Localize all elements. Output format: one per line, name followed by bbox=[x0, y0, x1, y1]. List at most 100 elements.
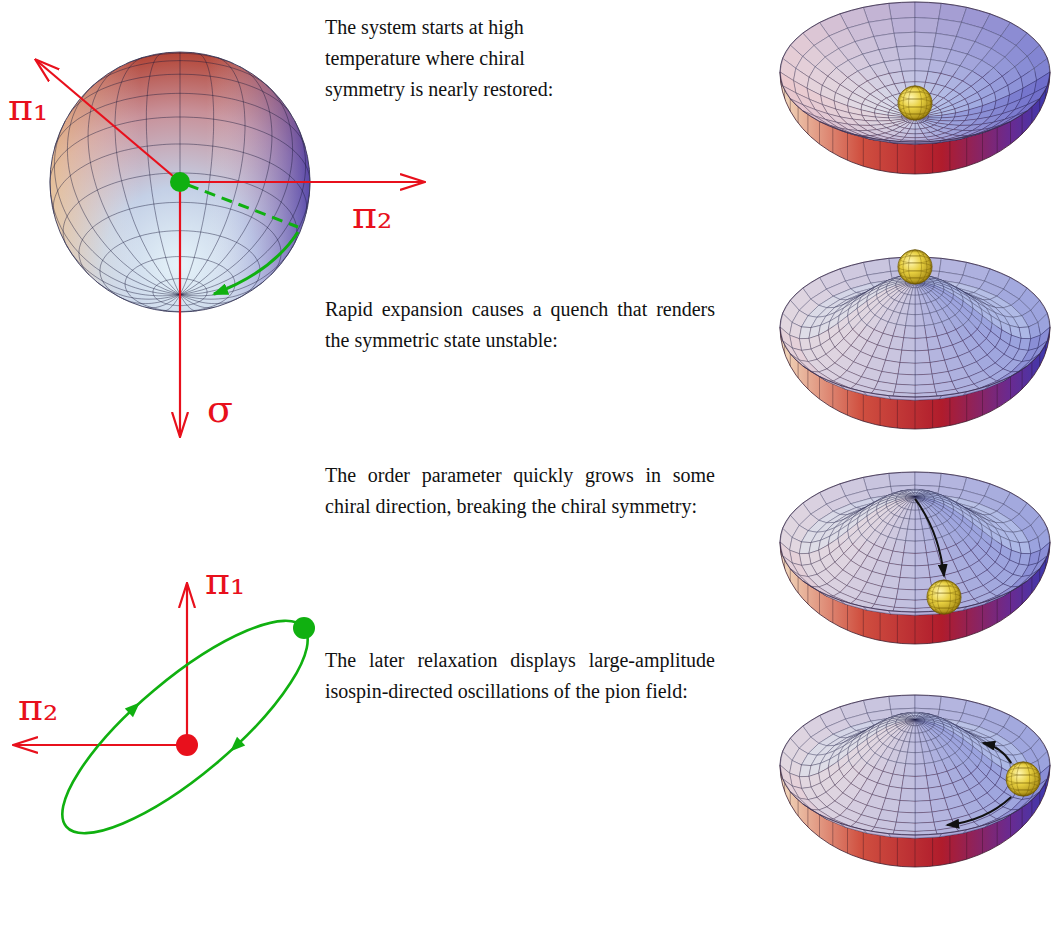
surface-facet bbox=[915, 529, 924, 541]
sigma-axis bbox=[179, 182, 181, 436]
surface-facet bbox=[803, 111, 829, 125]
ball-grid bbox=[929, 601, 959, 608]
surface-facet bbox=[909, 510, 915, 519]
surface-facet bbox=[889, 774, 904, 788]
surface-facet bbox=[906, 529, 915, 541]
surface-facet bbox=[893, 762, 906, 776]
surface-facet bbox=[915, 726, 919, 734]
surface-facet bbox=[915, 2, 941, 19]
surface-facet bbox=[915, 384, 936, 393]
ball-grid bbox=[900, 107, 930, 114]
surface-facet bbox=[926, 336, 941, 350]
surface-facet bbox=[896, 589, 915, 600]
surface-facet bbox=[898, 363, 915, 375]
surface-facet bbox=[783, 556, 800, 575]
surface-facet bbox=[915, 788, 930, 801]
surface-facet bbox=[910, 720, 915, 726]
surface-facet bbox=[904, 541, 915, 554]
pi2-axis bbox=[180, 181, 424, 183]
surface-facet bbox=[915, 326, 926, 339]
surface-facet bbox=[915, 720, 919, 726]
surface-facet bbox=[900, 788, 915, 801]
ball-grid bbox=[928, 580, 959, 614]
axis-label: σ bbox=[207, 390, 233, 428]
surface-facet bbox=[924, 539, 937, 553]
surface-facet bbox=[915, 801, 932, 813]
surface-facet bbox=[893, 539, 906, 553]
surface-facet bbox=[900, 565, 915, 578]
surface-facet bbox=[911, 726, 915, 734]
ball-grid bbox=[899, 86, 930, 120]
surface-facet bbox=[783, 779, 800, 798]
surface-facet bbox=[889, 551, 904, 565]
surface-facet bbox=[891, 18, 915, 34]
surface-facet bbox=[906, 718, 915, 720]
ball-grid bbox=[900, 92, 930, 99]
surface-facet bbox=[909, 733, 915, 742]
ball-grid bbox=[906, 88, 924, 92]
surface-facet bbox=[926, 774, 941, 788]
surface-facet bbox=[908, 720, 915, 725]
ball-grid bbox=[906, 278, 924, 282]
surface-facet bbox=[915, 718, 924, 720]
surface-facet bbox=[915, 123, 920, 129]
surface-facet bbox=[915, 752, 924, 764]
stage-description: The order parameter quickly grows in som… bbox=[325, 460, 715, 522]
surface-facet bbox=[915, 304, 923, 315]
potential-surfaces bbox=[780, 2, 1050, 867]
orbit-arrowhead bbox=[125, 703, 140, 718]
surface-facet bbox=[911, 288, 915, 296]
ball-grid bbox=[929, 586, 959, 593]
surface-facet bbox=[904, 326, 915, 339]
surface-facet bbox=[894, 599, 915, 608]
surface-facet bbox=[924, 762, 937, 776]
surface-facet bbox=[783, 341, 800, 360]
potential-bowl bbox=[780, 2, 1050, 174]
axis-label: π₂ bbox=[18, 688, 58, 726]
surface-facet bbox=[896, 374, 915, 385]
surface-facet bbox=[897, 46, 915, 60]
stage-description: The system starts at high temperature wh… bbox=[325, 12, 575, 105]
oscillation-arrow bbox=[983, 743, 1011, 763]
surface-facet bbox=[902, 338, 915, 351]
surface-facet bbox=[915, 295, 921, 304]
surface-facet bbox=[915, 495, 924, 497]
oscillation-orbit bbox=[35, 591, 334, 864]
surface-facet bbox=[907, 129, 915, 134]
surface-facet bbox=[893, 324, 906, 338]
ball-grid bbox=[903, 250, 927, 284]
stage-description: Rapid expansion causes a quench that ren… bbox=[325, 294, 715, 356]
ball bbox=[1006, 762, 1040, 796]
bowl-rim bbox=[780, 695, 1050, 835]
surface-facet bbox=[908, 304, 916, 315]
ball-grid bbox=[900, 271, 930, 278]
surface-facet bbox=[915, 541, 926, 554]
surface-facet bbox=[911, 503, 915, 511]
ball-grid bbox=[1014, 764, 1032, 768]
surface-facet bbox=[915, 695, 941, 709]
surface-facet bbox=[924, 324, 937, 338]
surface-facet bbox=[839, 128, 863, 136]
roll-arrow bbox=[915, 499, 944, 576]
pi1-axis bbox=[36, 60, 180, 182]
orbit-arrowhead bbox=[230, 737, 245, 752]
surface-facet bbox=[898, 801, 915, 813]
surface-facet bbox=[928, 115, 942, 118]
ball-grid bbox=[903, 86, 927, 120]
surface-facet bbox=[915, 510, 921, 519]
surface-facet bbox=[968, 128, 992, 136]
surface-facet bbox=[913, 720, 915, 726]
surface-facet bbox=[894, 32, 915, 47]
axis-label: π₁ bbox=[205, 562, 245, 600]
surface-facet bbox=[900, 350, 915, 363]
bowl-wall-lines bbox=[781, 551, 1049, 644]
surface-facet bbox=[915, 720, 922, 725]
surface-facet bbox=[915, 733, 921, 742]
surface-facet bbox=[915, 822, 936, 831]
surface-facet bbox=[896, 812, 915, 823]
oscillation-arrow bbox=[947, 797, 1011, 825]
bowl-wall-lines bbox=[781, 336, 1049, 429]
origin-dot bbox=[176, 734, 198, 756]
surface-facet bbox=[906, 314, 915, 326]
